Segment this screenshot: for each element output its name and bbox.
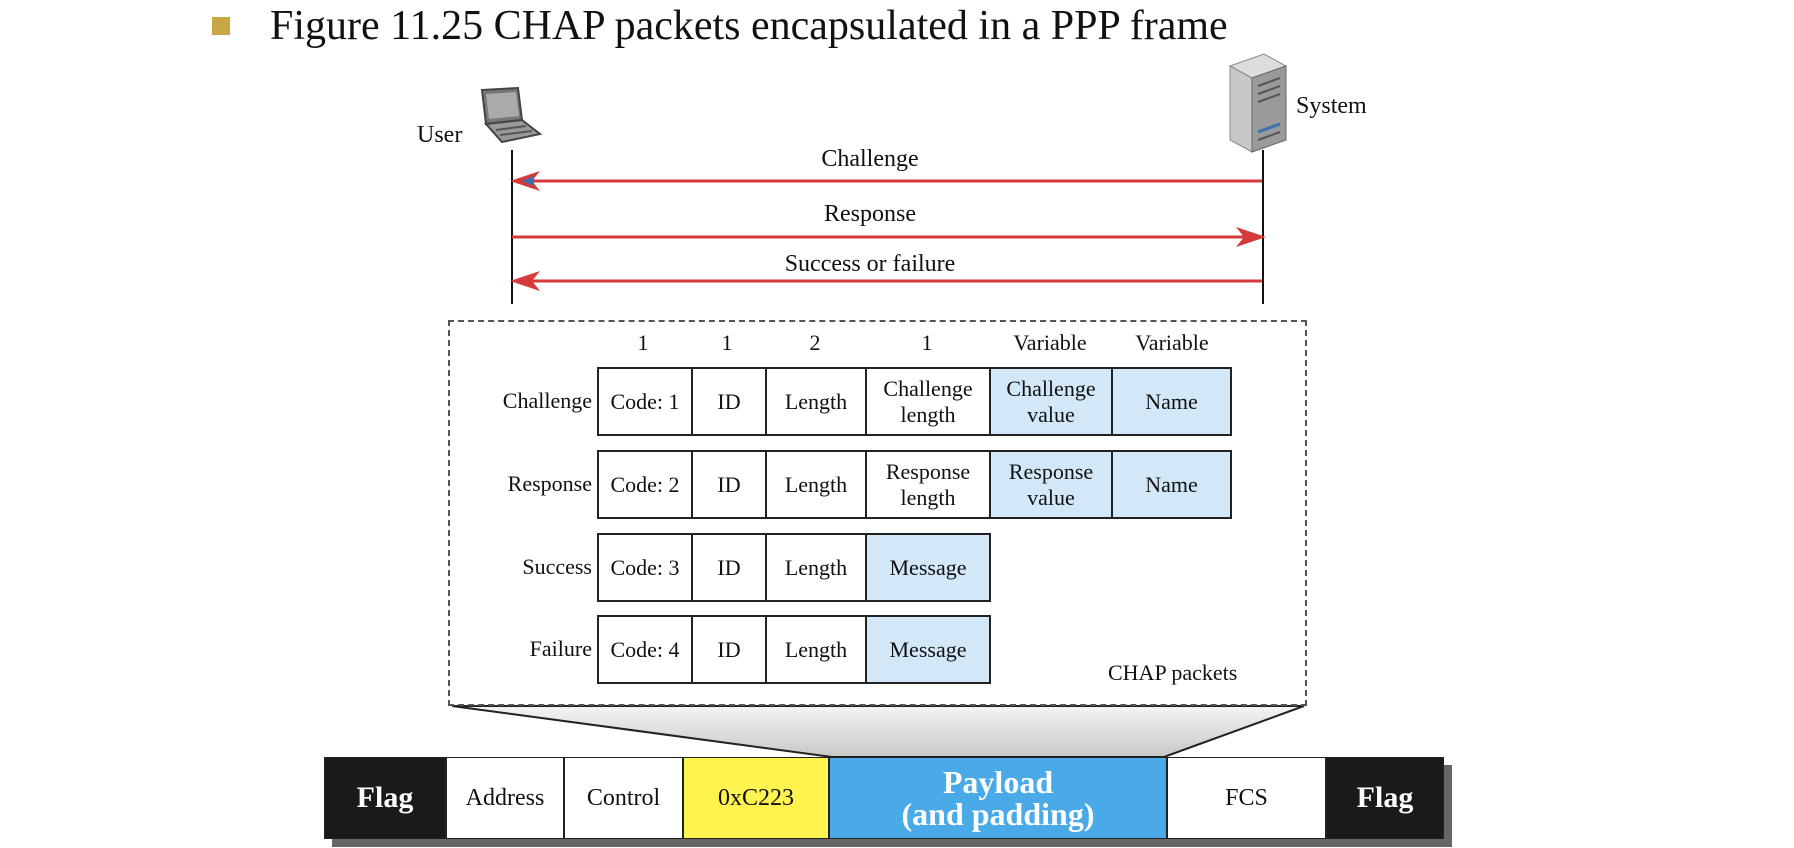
size-label: 1 bbox=[721, 330, 733, 355]
field-length: Length bbox=[765, 533, 867, 602]
field-code: Code: 2 bbox=[597, 450, 693, 519]
message-label-result: Success or failure bbox=[784, 251, 956, 277]
ppp-flag-start: Flag bbox=[324, 757, 446, 839]
chap-packets-label: CHAP packets bbox=[1108, 660, 1238, 685]
packet-label-response: Response bbox=[507, 471, 592, 496]
ppp-frame: Flag Address Control 0xC223 Payload (and… bbox=[324, 757, 1444, 839]
field-length: Length bbox=[765, 615, 867, 684]
field-message: Message bbox=[865, 533, 991, 602]
ppp-protocol: 0xC223 bbox=[683, 757, 829, 839]
field-length: Length bbox=[765, 367, 867, 436]
field-response-length: Response length bbox=[865, 450, 991, 519]
field-challenge-value: Challenge value bbox=[989, 367, 1113, 436]
field-length: Length bbox=[765, 450, 867, 519]
user-label: User bbox=[417, 122, 463, 148]
bullet-icon bbox=[212, 17, 230, 35]
message-label-response: Response bbox=[824, 201, 916, 227]
field-id: ID bbox=[691, 615, 767, 684]
arrow-result bbox=[510, 271, 1262, 291]
field-id: ID bbox=[691, 533, 767, 602]
size-label: 2 bbox=[809, 330, 821, 355]
ppp-payload: Payload (and padding) bbox=[829, 757, 1167, 839]
ppp-flag-end: Flag bbox=[1326, 757, 1444, 839]
field-challenge-length: Challenge length bbox=[865, 367, 991, 436]
field-id: ID bbox=[691, 450, 767, 519]
ppp-control: Control bbox=[564, 757, 683, 839]
chap-packets-box bbox=[448, 320, 1307, 706]
figure-title: Figure 11.25 CHAP packets encapsulated i… bbox=[270, 3, 1228, 49]
size-label: Variable bbox=[1135, 330, 1209, 355]
laptop-icon bbox=[480, 86, 543, 144]
figure-header: Figure 11.25 CHAP packets encapsulated i… bbox=[212, 0, 1228, 52]
system-label: System bbox=[1296, 93, 1367, 119]
user-lifeline bbox=[511, 150, 513, 304]
encapsulation-funnel bbox=[451, 705, 1305, 758]
field-message: Message bbox=[865, 615, 991, 684]
ppp-fcs: FCS bbox=[1167, 757, 1326, 839]
server-icon bbox=[1228, 53, 1288, 153]
message-label-challenge: Challenge bbox=[821, 146, 919, 172]
size-label: Variable bbox=[1013, 330, 1087, 355]
ppp-address: Address bbox=[446, 757, 564, 839]
field-response-value: Response value bbox=[989, 450, 1113, 519]
size-label: 1 bbox=[637, 330, 649, 355]
arrow-response bbox=[512, 227, 1266, 247]
field-id: ID bbox=[691, 367, 767, 436]
system-lifeline bbox=[1262, 150, 1264, 304]
size-label: 1 bbox=[921, 330, 933, 355]
field-code: Code: 3 bbox=[597, 533, 693, 602]
field-code: Code: 1 bbox=[597, 367, 693, 436]
field-code: Code: 4 bbox=[597, 615, 693, 684]
packet-label-success: Success bbox=[522, 554, 592, 579]
field-name: Name bbox=[1111, 367, 1232, 436]
field-name: Name bbox=[1111, 450, 1232, 519]
packet-label-failure: Failure bbox=[529, 636, 592, 661]
packet-label-challenge: Challenge bbox=[502, 388, 592, 413]
arrow-challenge bbox=[510, 171, 1262, 191]
